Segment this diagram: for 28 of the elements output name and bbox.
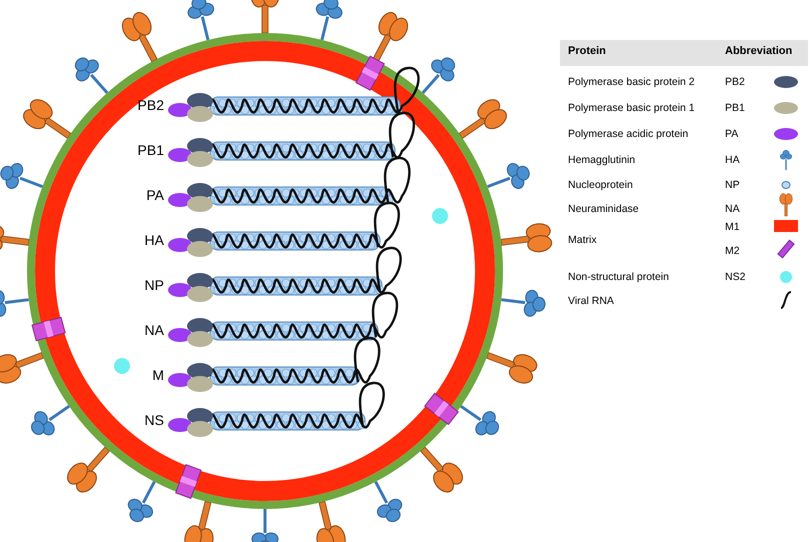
protein-name: Polymerase basic protein 2 xyxy=(568,77,695,88)
abbreviation: NS2 xyxy=(725,272,746,282)
abbreviation: PB1 xyxy=(725,103,745,114)
protein-name: Polymerase basic protein 1 xyxy=(568,103,695,114)
abbreviation: PA xyxy=(725,129,738,140)
abbreviation: HA xyxy=(725,155,740,166)
protein-name: Hemagglutinin xyxy=(568,155,636,166)
segment-label: NS xyxy=(144,413,164,427)
protein-name: Matrix xyxy=(568,235,597,246)
abbreviation: PB2 xyxy=(725,77,745,88)
abbreviation: NA xyxy=(725,204,740,214)
segment-label: PA xyxy=(146,188,164,202)
protein-name: Polymerase acidic protein xyxy=(568,129,688,140)
protein-name: Non-structural protein xyxy=(568,272,669,282)
abbreviation: NP xyxy=(725,180,740,190)
segment-label: NA xyxy=(144,323,164,337)
segment-label: PB2 xyxy=(138,98,164,112)
protein-name: Viral RNA xyxy=(568,296,614,306)
abbreviation: M1 xyxy=(725,222,740,232)
protein-name: Neuraminidase xyxy=(568,204,639,214)
segment-label: PB1 xyxy=(138,143,164,157)
segment-label: NP xyxy=(144,278,164,292)
column-header: Abbreviation xyxy=(725,46,792,57)
protein-name: Nucleoprotein xyxy=(568,180,633,190)
abbreviation: M2 xyxy=(725,246,740,256)
column-header: Protein xyxy=(568,46,606,57)
segment-label: M xyxy=(152,368,164,382)
segment-label: HA xyxy=(144,233,164,247)
